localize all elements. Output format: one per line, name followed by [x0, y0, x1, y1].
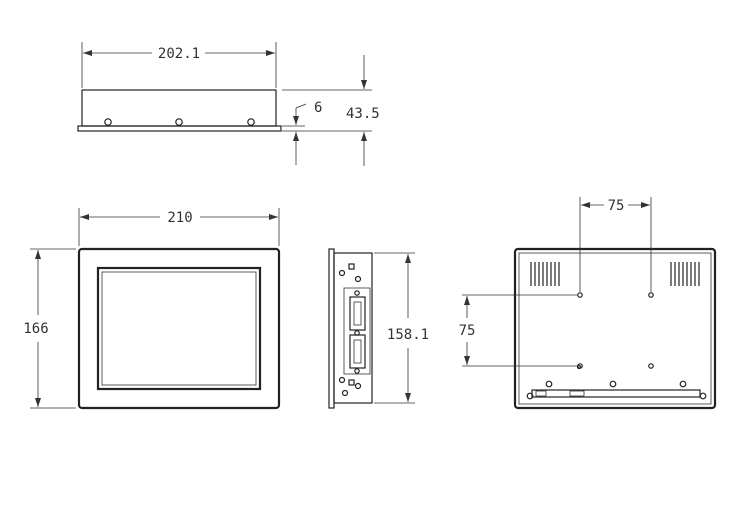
dim-front-height: 166: [23, 250, 49, 407]
top-screw: [175, 118, 183, 126]
top-view: [77, 42, 372, 132]
dim-front-width-label: 210: [167, 210, 192, 226]
dim-top-width: 202.1: [83, 46, 275, 62]
dim-hole-spacing-v: 75: [459, 296, 476, 365]
dim-side-height: 158.1: [387, 254, 429, 402]
vent-right: [670, 262, 700, 286]
side-view: [328, 248, 415, 409]
dim-depth: 43.5: [346, 55, 380, 166]
top-screw: [247, 118, 255, 126]
top-screw: [104, 118, 112, 126]
vent-left: [530, 262, 560, 286]
dim-depth-label: 43.5: [346, 106, 380, 122]
dim-flange: 6: [293, 100, 322, 165]
dim-front-height-label: 166: [23, 321, 48, 337]
mount-hole: [648, 292, 654, 298]
mount-hole: [648, 363, 654, 369]
dim-side-height-label: 158.1: [387, 327, 429, 343]
dim-hole-spacing-h: 75: [581, 198, 650, 214]
mount-hole: [577, 292, 583, 298]
dim-flange-label: 6: [314, 100, 322, 116]
dim-hole-spacing-v-label: 75: [459, 323, 476, 339]
dim-hole-spacing-h-label: 75: [608, 198, 625, 214]
front-view: [30, 208, 281, 410]
dim-front-width: 210: [80, 210, 278, 226]
rear-view: [462, 197, 717, 410]
dim-top-width-label: 202.1: [158, 46, 200, 62]
